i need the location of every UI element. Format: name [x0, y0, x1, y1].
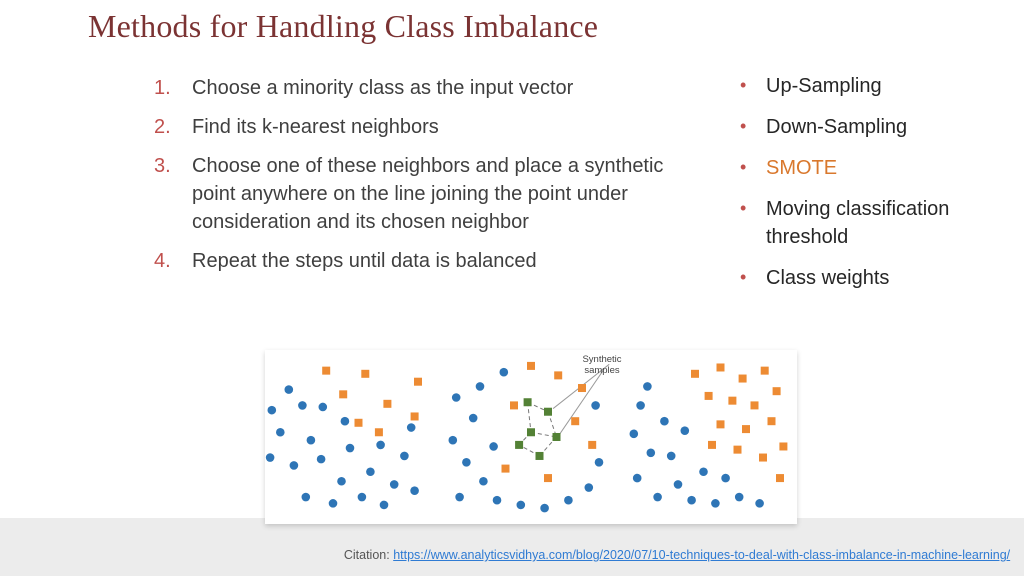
scatter-panel — [448, 361, 610, 513]
bullet-icon: • — [740, 157, 747, 177]
bullet-item: • Down-Sampling — [740, 113, 1010, 141]
bullet-text: Moving classification threshold — [766, 198, 950, 248]
bullet-icon: • — [740, 116, 747, 136]
step-number: 3. — [154, 155, 171, 177]
numbered-list: 1. Choose a minority class as the input v… — [154, 74, 676, 286]
step-item: 1. Choose a minority class as the input v… — [154, 74, 676, 102]
bullet-item: • Moving classification threshold — [740, 195, 1010, 251]
step-number: 1. — [154, 77, 171, 99]
scatter-panels — [265, 358, 797, 516]
step-number: 2. — [154, 116, 171, 138]
bullet-list: • Up-Sampling • Down-Sampling • SMOTE • Moving … — [740, 72, 1010, 305]
step-text: Choose one of these neighbors and place … — [192, 155, 664, 233]
bullet-text: Class weights — [766, 267, 890, 289]
smote-figure: Synthetic samples — [265, 350, 797, 524]
bullet-icon: • — [740, 198, 747, 218]
citation-link[interactable]: https://www.analyticsvidhya.com/blog/202… — [393, 548, 1011, 562]
step-text: Repeat the steps until data is balanced — [192, 250, 537, 272]
bullet-text: SMOTE — [766, 157, 838, 179]
step-text: Find its k-nearest neighbors — [192, 116, 439, 138]
scatter-panel — [265, 366, 422, 510]
page-title: Methods for Handling Class Imbalance — [88, 8, 599, 44]
bottom-band — [0, 518, 1024, 576]
bullet-item: • Up-Sampling — [740, 72, 1010, 100]
citation-bar: Citation: https://www.analyticsvidhya.co… — [330, 548, 1024, 562]
bullet-text: Down-Sampling — [766, 116, 908, 138]
scatter-panel — [629, 363, 788, 508]
step-number: 4. — [154, 250, 171, 272]
bullet-item: • Class weights — [740, 264, 1010, 292]
step-item: 4. Repeat the steps until data is balance… — [154, 247, 676, 275]
citation-label: Citation: — [343, 548, 390, 562]
figure-annotation: Synthetic samples — [582, 354, 622, 377]
step-item: 2. Find its k-nearest neighbors — [154, 113, 676, 141]
bullet-item: • SMOTE — [740, 154, 1010, 182]
bullet-icon: • — [740, 267, 747, 287]
step-item: 3. Choose one of these neighbors and plac… — [154, 152, 676, 236]
bullet-icon: • — [740, 75, 747, 95]
bullet-text: Up-Sampling — [766, 75, 882, 97]
step-text: Choose a minority class as the input vec… — [192, 77, 574, 99]
